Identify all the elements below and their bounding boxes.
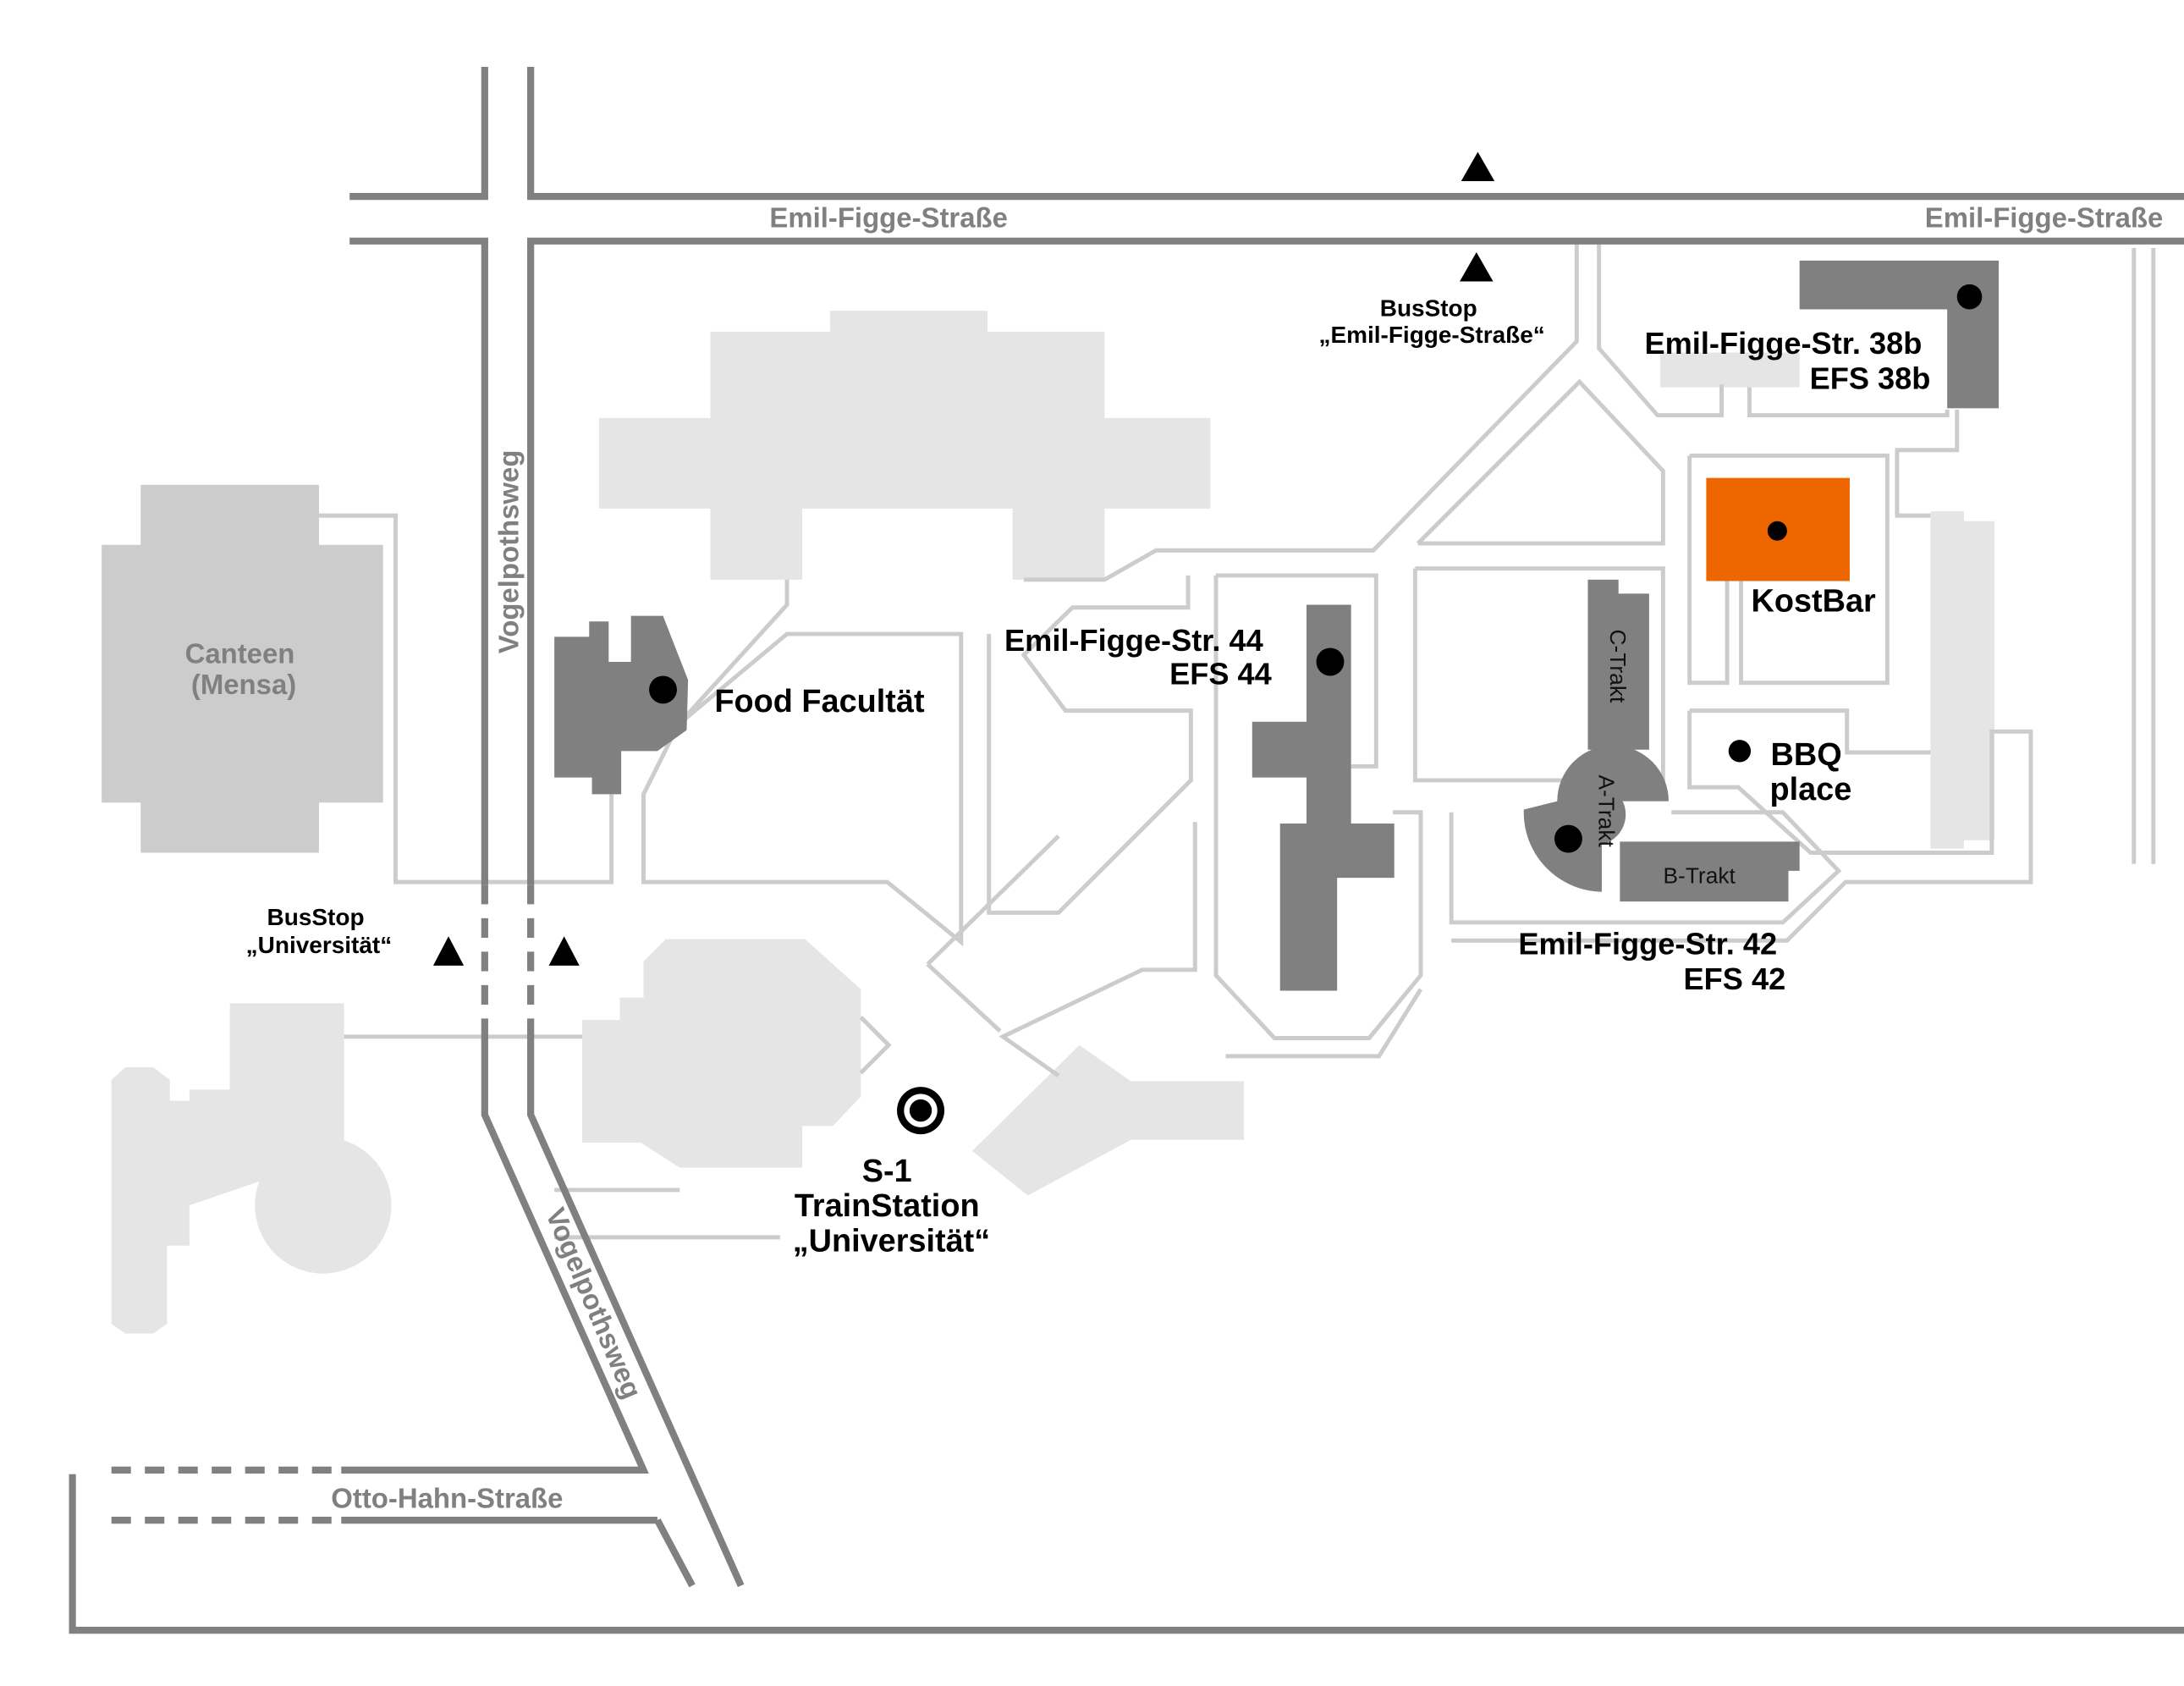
efs38b-label: Emil-Figge-Str. 38b EFS 38b [1644,326,1930,395]
c-trakt-building [1587,579,1649,750]
efs44-dot-marker-icon[interactable] [1316,647,1345,676]
building-octagon [582,939,861,1168]
kostbar-label: KostBar [1752,584,1877,620]
building-diagonal [971,1044,1244,1196]
busstop-efs-north-triangle-icon[interactable] [1461,152,1495,182]
efs38b-dot-marker-icon[interactable] [1956,284,1983,310]
train-station-label: S-1 TrainStation „Universität“ [793,1154,991,1259]
efs44-building [1252,604,1395,991]
building-west-rotunda [255,1137,392,1274]
busstop-efs-south-triangle-icon[interactable] [1460,251,1494,282]
street-label-vogelpothsweg-south: Vogelpothsweg [540,1204,648,1403]
efs42-label: Emil-Figge-Str. 42 EFS 42 [1518,927,1785,996]
c-trakt-label: C-Trakt [1605,630,1631,703]
building-labels: Canteen (Mensa) Food Facultät Emil-Figge… [185,326,1931,996]
busstop-uni-west-triangle-icon[interactable] [432,936,465,966]
train-station-target-circle-icon[interactable] [897,1087,945,1135]
a-trakt-label: A-Trakt [1594,774,1620,847]
kostbar-dot-marker-icon[interactable] [1767,521,1787,541]
canteen-building [102,484,383,853]
bbq-dot-marker-icon[interactable] [1728,740,1752,763]
building-east-long [1930,511,1995,849]
food-facultat-label: Food Facultät [714,684,925,719]
street-label-otto-hahn: Otto-Hahn-Straße [331,1482,563,1513]
markers [432,152,1983,1135]
food-facultat-dot-marker-icon[interactable] [649,675,677,704]
background-buildings [111,311,1995,1334]
transit-labels: BusStop „Emil-Figge-Straße“ BusStop „Uni… [246,295,1545,1259]
street-label-emil-figge-west: Emil-Figge-Straße [769,201,1008,233]
street-label-vogelpothsweg-north: Vogelpothsweg [492,450,524,654]
building-38b-annex [1660,352,1800,388]
efs44-label: Emil-Figge-Str. 44 EFS 44 [1004,623,1272,691]
busstop-uni-east-triangle-icon[interactable] [548,936,580,966]
a-trakt-building [1523,745,1669,892]
footpaths [318,244,2156,1240]
food-facultat-building [554,615,689,795]
street-labels: Emil-Figge-Straße Emil-Figge-Straße Voge… [331,201,2163,1513]
street-label-emil-figge-east: Emil-Figge-Straße [1925,201,2164,233]
b-trakt-label: B-Trakt [1664,863,1736,889]
b-trakt-building [1620,841,1800,902]
efs42-dot-marker-icon[interactable] [1554,824,1582,853]
building-west [111,1003,344,1334]
busstop-uni-label: BusStop „Universität“ [246,904,393,958]
efs38b-building [1799,260,2000,409]
highlight-buildings [554,260,2000,991]
bbq-label: BBQ place [1769,737,1851,807]
building-north [598,311,1211,580]
busstop-efs-label: BusStop „Emil-Figge-Straße“ [1318,295,1544,348]
canteen-label: Canteen (Mensa) [185,638,303,700]
